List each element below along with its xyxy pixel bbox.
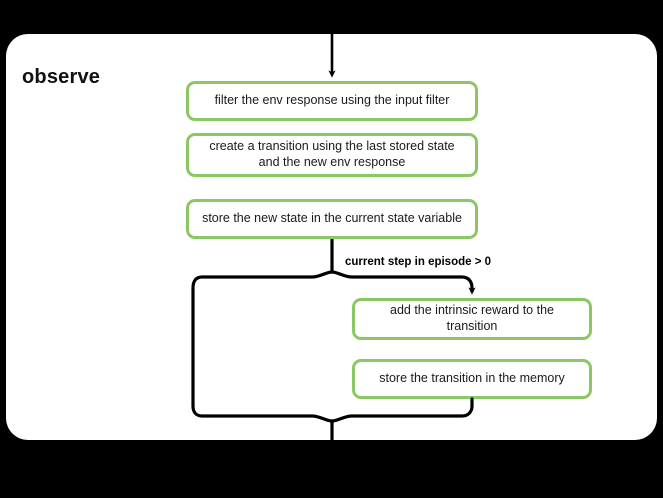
edge-label-branch-condition: current step in episode > 0 <box>345 256 492 268</box>
node-store-transition-memory[interactable]: store the transition in the memory <box>352 359 592 399</box>
node-label: filter the env response using the input … <box>214 93 450 108</box>
node-add-intrinsic-reward[interactable]: add the intrinsic reward to the transiti… <box>352 298 592 340</box>
node-label: add the intrinsic reward to the transiti… <box>390 303 554 333</box>
node-create-transition[interactable]: create a transition using the last store… <box>186 133 478 177</box>
node-filter-env-response[interactable]: filter the env response using the input … <box>186 81 478 121</box>
node-label: create a transition using the last store… <box>209 139 455 169</box>
block-title: observe <box>22 66 101 88</box>
node-label: store the new state in the current state… <box>202 211 462 226</box>
node-store-new-state[interactable]: store the new state in the current state… <box>186 199 478 239</box>
node-label: store the transition in the memory <box>379 371 565 386</box>
